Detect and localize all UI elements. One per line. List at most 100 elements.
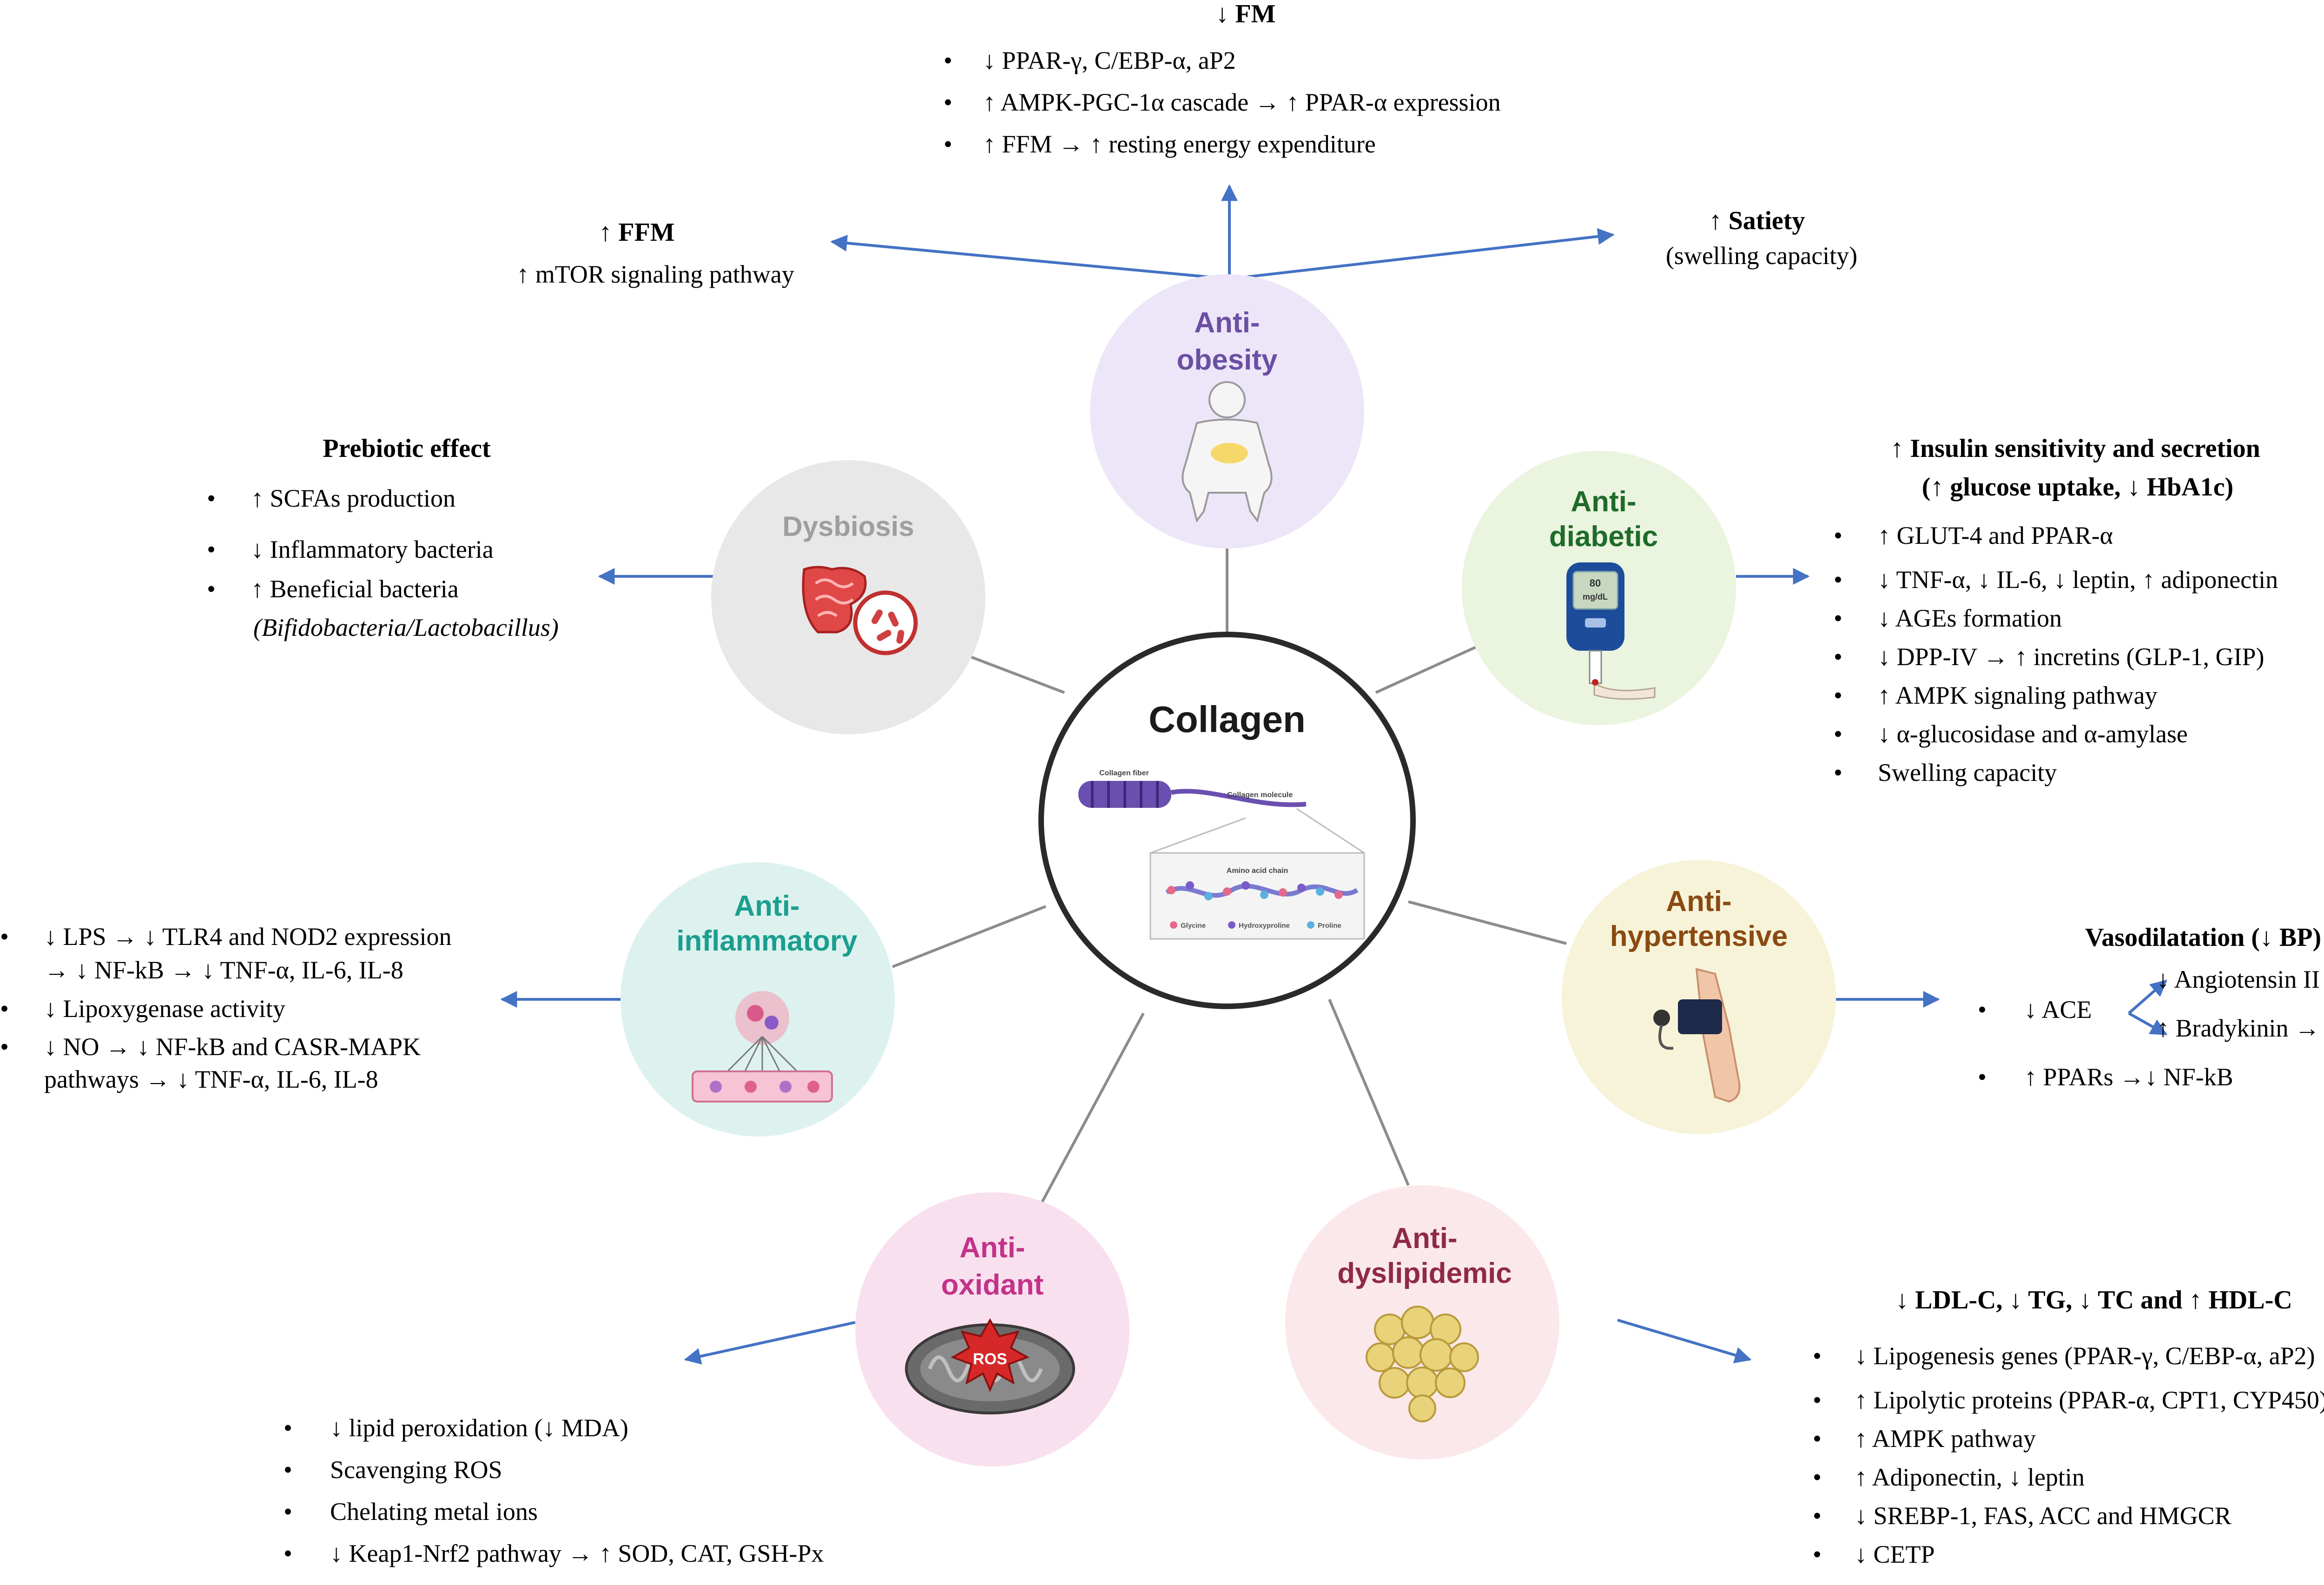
connector-hypertensive: [1408, 900, 1567, 945]
insulin-bullet-5: •: [1834, 681, 1842, 709]
insulin-bullet-1: •: [1834, 522, 1842, 549]
insulin-item-6: ↓ α-glucosidase and α-amylase: [1878, 720, 2188, 748]
inflam-bullet-1: •: [0, 923, 9, 951]
insulin-item-4: ↓ DPP-IV → ↑ incretins (GLP-1, GIP): [1878, 643, 2264, 671]
hydroxyproline-dot: [1228, 921, 1235, 929]
inflammatory-block: • ↓ LPS → ↓ TLR4 and NOD2 expression → ↓…: [0, 923, 451, 1093]
node-anti-hypertensive: Anti- hypertensive: [1562, 860, 1836, 1134]
prebiotic-item-1: ↑ SCFAs production: [251, 484, 456, 512]
insulin-item-1: ↑ GLUT-4 and PPAR-α: [1878, 522, 2113, 549]
vaso-ppar: ↑ PPARs →↓ NF-kB: [2024, 1063, 2233, 1091]
node-anti-obesity: Anti- obesity: [1090, 274, 1364, 548]
amino-acid-panel: [1149, 852, 1365, 940]
legend-proline: Proline: [1318, 922, 1341, 930]
collagen-title: Collagen: [1149, 699, 1306, 740]
lipid-item-2: ↑ Lipolytic proteins (PPAR-α, CPT1, CYP4…: [1855, 1386, 2324, 1414]
collagen-fiber-icon: [1078, 781, 1307, 808]
ros-label: ROS: [973, 1350, 1007, 1368]
fm-bullet-1: •: [944, 46, 952, 74]
vaso-bullet-2: •: [1978, 1063, 1987, 1091]
connector-lines: [891, 548, 1567, 1205]
oxid-bullet-2: •: [284, 1456, 292, 1484]
ffm-sub: ↑ mTOR signaling pathway: [516, 260, 794, 288]
intestine-icon: [802, 566, 867, 634]
insulin-bullet-7: •: [1834, 759, 1842, 786]
diabetic-label-1: Anti-: [1571, 486, 1636, 518]
fm-block: ↓ FM • ↓ PPAR-γ, C/EBP-α, aP2 • ↑ AMPK-P…: [944, 0, 1501, 158]
node-anti-diabetic: Anti- diabetic 80 mg/dL: [1462, 451, 1736, 725]
dysbiosis-label: Dysbiosis: [782, 511, 914, 542]
prebiotic-item-2: ↓ Inflammatory bacteria: [251, 535, 494, 563]
oxid-bullet-3: •: [284, 1498, 292, 1526]
vaso-title: Vasodilatation (↓ BP): [2085, 923, 2321, 952]
collagen-circle: [1038, 632, 1416, 1009]
inflam-item-1a: ↓ LPS → ↓ TLR4 and NOD2 expression: [44, 923, 451, 951]
body-silhouette-icon: [1182, 381, 1273, 523]
prebiotic-bullet-2: •: [207, 535, 216, 563]
insulin-title-2: (↑ glucose uptake, ↓ HbA1c): [1922, 473, 2233, 502]
lipid-bullet-2: •: [1813, 1386, 1822, 1414]
fm-item-2: ↑ AMPK-PGC-1α cascade → ↑ PPAR-α express…: [983, 88, 1501, 116]
legend-glycine: Glycine: [1181, 922, 1206, 930]
prebiotic-block: Prebiotic effect • ↑ SCFAs production • …: [207, 434, 559, 641]
lipid-bullet-1: •: [1813, 1342, 1822, 1370]
arrow-oxidant: [684, 1321, 856, 1365]
amino-acid-chain-icon: [1165, 881, 1359, 900]
insulin-item-2: ↓ TNF-α, ↓ IL-6, ↓ leptin, ↑ adiponectin: [1878, 566, 2278, 594]
ffm-block: ↑ FFM ↑ mTOR signaling pathway: [516, 218, 794, 288]
insulin-title-1: ↑ Insulin sensitivity and secretion: [1890, 434, 2260, 463]
satiety-block: ↑ Satiety (swelling capacity): [1666, 206, 1857, 270]
oxid-bullet-4: •: [284, 1539, 292, 1567]
fm-item-3: ↑ FFM → ↑ resting energy expenditure: [983, 130, 1376, 158]
inflam-item-3b: pathways → ↓ TNF-α, IL-6, IL-8: [44, 1065, 378, 1093]
mitochondria-ros-icon: [905, 1318, 1075, 1414]
ffm-title: ↑ FFM: [599, 218, 674, 247]
inflam-item-3a: ↓ NO → ↓ NF-kB and CASR-MAPK: [44, 1033, 421, 1061]
obesity-label-1: Anti-: [1194, 307, 1260, 339]
blood-pressure-arm-icon: [1653, 968, 1741, 1103]
hypertensive-label-2: hypertensive: [1610, 920, 1788, 952]
oxid-bullet-1: •: [284, 1414, 292, 1442]
vaso-bullet-1: •: [1978, 996, 1987, 1024]
connector-inflammatory: [891, 905, 1047, 968]
inflammatory-label-1: Anti-: [734, 890, 799, 922]
lipid-item-6: ↓ CETP: [1855, 1540, 1935, 1568]
collagen-fiber-label: Collagen fiber: [1099, 769, 1149, 777]
bacteria-icon: [853, 590, 918, 655]
lipid-bullet-3: •: [1813, 1425, 1822, 1453]
inflam-item-1b: → ↓ NF-kB → ↓ TNF-α, IL-6, IL-8: [44, 956, 403, 984]
oxid-item-1: ↓ lipid peroxidation (↓ MDA): [330, 1414, 628, 1442]
arrow-lipid: [1617, 1319, 1752, 1363]
insulin-item-7: Swelling capacity: [1878, 759, 2057, 786]
center-node: Collagen Collagen fiber Collagen molecul…: [1038, 632, 1416, 1009]
effect-arrows: [500, 184, 2168, 1365]
lipid-bullet-5: •: [1813, 1502, 1822, 1530]
insulin-item-5: ↑ AMPK signaling pathway: [1878, 681, 2158, 709]
prebiotic-bullet-3: •: [207, 575, 216, 603]
amino-acid-chain-label: Amino acid chain: [1227, 867, 1288, 875]
insulin-bullet-4: •: [1834, 643, 1842, 671]
obesity-label-2: obesity: [1176, 344, 1278, 376]
dyslipidemic-label-2: dyslipidemic: [1337, 1257, 1512, 1289]
legend-hydroxyproline: Hydroxyproline: [1239, 922, 1290, 930]
prebiotic-title: Prebiotic effect: [323, 434, 491, 463]
inflammation-cells-icon: [692, 991, 833, 1103]
fat-cells-icon: [1366, 1306, 1479, 1422]
node-dysbiosis: Dysbiosis: [711, 460, 985, 734]
connector-oxidant: [1040, 1012, 1145, 1205]
collagen-molecule-label: Collagen molecule: [1227, 791, 1293, 799]
lipid-bullet-6: •: [1813, 1540, 1822, 1568]
vaso-bradykinin: ↑ Bradykinin → ↑ NO: [2157, 1014, 2324, 1042]
oxid-item-2: Scavenging ROS: [330, 1456, 502, 1484]
connector-dyslipidemic: [1328, 998, 1410, 1186]
diabetic-label-2: diabetic: [1549, 521, 1658, 553]
insulin-bullet-2: •: [1834, 566, 1842, 594]
prebiotic-item-3: ↑ Beneficial bacteria: [251, 575, 459, 603]
lipid-title: ↓ LDL-C, ↓ TG, ↓ TC and ↑ HDL-C: [1895, 1286, 2292, 1314]
proline-dot: [1307, 921, 1314, 929]
connector-diabetic: [1375, 645, 1479, 694]
node-anti-dyslipidemic: Anti- dyslipidemic: [1285, 1185, 1559, 1460]
lipid-block: ↓ LDL-C, ↓ TG, ↓ TC and ↑ HDL-C • ↓ Lipo…: [1813, 1286, 2324, 1568]
lipid-bullet-4: •: [1813, 1463, 1822, 1491]
